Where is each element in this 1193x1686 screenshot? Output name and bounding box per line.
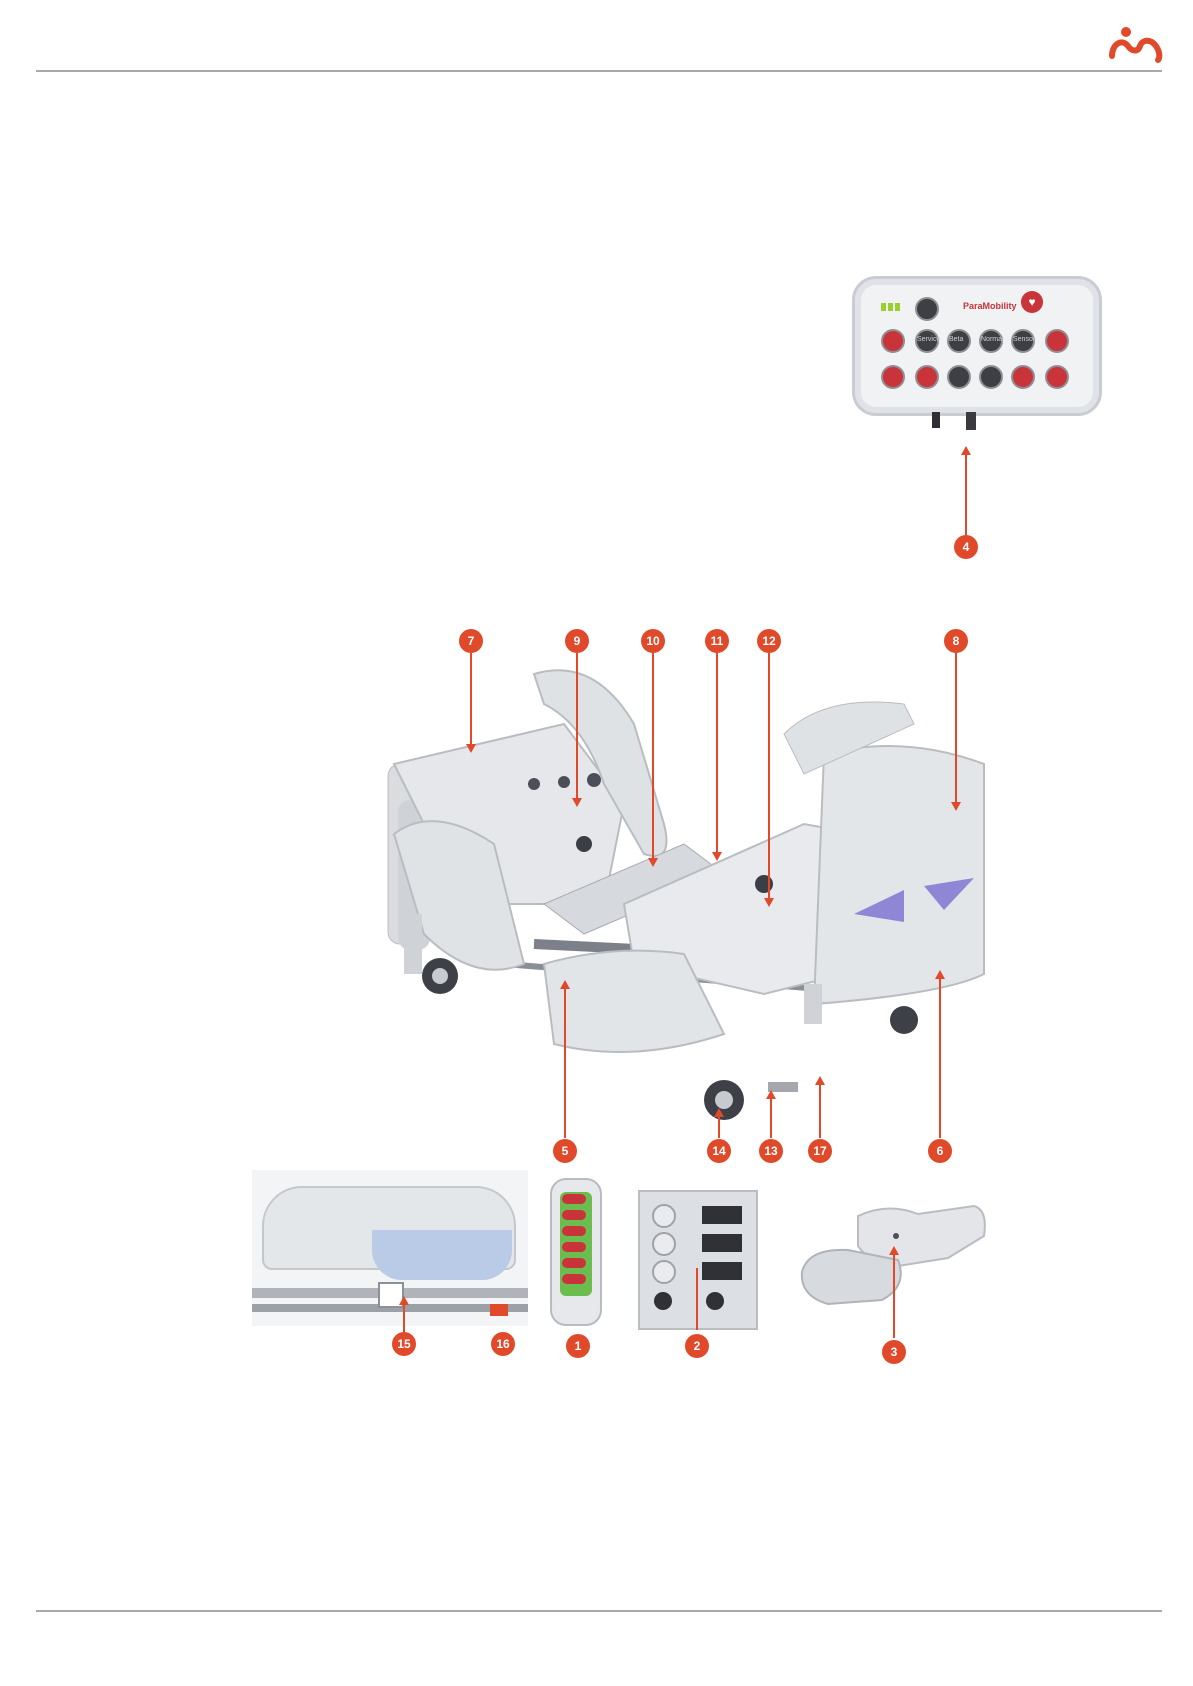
pendant-button-3[interactable] <box>562 1226 586 1236</box>
callout-10-leader <box>652 653 654 859</box>
callout-11: 11 <box>705 629 729 653</box>
callout-12: 12 <box>757 629 781 653</box>
callout-15: 15 <box>392 1332 416 1356</box>
panel-label-2: Beta <box>949 336 963 343</box>
panel-button-1[interactable] <box>881 329 905 353</box>
panel-connector-cable <box>966 412 976 430</box>
callout-9-arrowhead <box>572 798 582 807</box>
callout-4-leader <box>965 454 967 538</box>
callout-11-leader <box>716 653 718 853</box>
panel-button-6[interactable] <box>1045 329 1069 353</box>
callout-13-leader <box>770 1098 772 1138</box>
panel-button-10[interactable] <box>979 365 1003 389</box>
callout-2: 2 <box>685 1334 709 1358</box>
callout-13: 13 <box>759 1139 783 1163</box>
footer-rule <box>36 1610 1162 1612</box>
panel-label-3: Normal <box>981 336 1004 343</box>
battery-indicator <box>881 303 901 311</box>
callout-1: 1 <box>566 1334 590 1358</box>
callout-8: 8 <box>944 629 968 653</box>
pendant-button-1[interactable] <box>562 1194 586 1204</box>
callout-3-leader <box>893 1254 895 1338</box>
panel-button-9[interactable] <box>947 365 971 389</box>
panel-brand: ParaMobility <box>963 301 1017 311</box>
lock-button[interactable] <box>915 297 939 321</box>
callout-12-arrowhead <box>764 898 774 907</box>
callout-5: 5 <box>553 1139 577 1163</box>
callout-16: 16 <box>491 1332 515 1356</box>
side-rail-detail-image <box>252 1170 528 1326</box>
panel-button-12[interactable] <box>1045 365 1069 389</box>
callout-11-arrowhead <box>712 852 722 861</box>
callout-6: 6 <box>928 1139 952 1163</box>
callout-14-leader <box>718 1116 720 1138</box>
panel-button-8[interactable] <box>915 365 939 389</box>
callout-10-arrowhead <box>648 858 658 867</box>
panel-button-7[interactable] <box>881 365 905 389</box>
callout-3: 3 <box>882 1340 906 1364</box>
callout-9-leader <box>576 653 578 799</box>
lockout-control-image <box>638 1190 758 1330</box>
pendant-button-5[interactable] <box>562 1258 586 1268</box>
callout-12-leader <box>768 653 770 899</box>
panel-label-4: Sensor <box>1013 336 1035 343</box>
callout-7-leader <box>470 653 472 745</box>
callout-7-arrowhead <box>466 744 476 753</box>
callout-10: 10 <box>641 629 665 653</box>
callout-17-leader <box>819 1084 821 1138</box>
callout-8-leader <box>955 653 957 803</box>
pendant-button-4[interactable] <box>562 1242 586 1252</box>
callout-8-arrowhead <box>951 802 961 811</box>
callout-6-leader <box>939 978 941 1138</box>
callout-17: 17 <box>808 1139 832 1163</box>
callout-15-leader <box>403 1304 405 1334</box>
panel-connector <box>932 412 940 428</box>
panel-label-1: Service <box>917 336 940 343</box>
callout-9: 9 <box>565 629 589 653</box>
callout-5-leader <box>564 988 566 1138</box>
hospital-bed-illustration <box>384 664 1004 1134</box>
callout-4: 4 <box>954 535 978 559</box>
header-rule <box>36 70 1162 72</box>
callout-2-leader <box>696 1268 698 1330</box>
callout-7: 7 <box>459 629 483 653</box>
callout-14: 14 <box>707 1139 731 1163</box>
control-panel: ParaMobility ♥ Service Beta Normal Senso… <box>852 276 1102 416</box>
panel-button-11[interactable] <box>1011 365 1035 389</box>
pendant-button-2[interactable] <box>562 1210 586 1220</box>
pendant-button-6[interactable] <box>562 1274 586 1284</box>
heart-icon[interactable]: ♥ <box>1021 291 1043 313</box>
brand-logo-icon <box>1108 26 1164 64</box>
